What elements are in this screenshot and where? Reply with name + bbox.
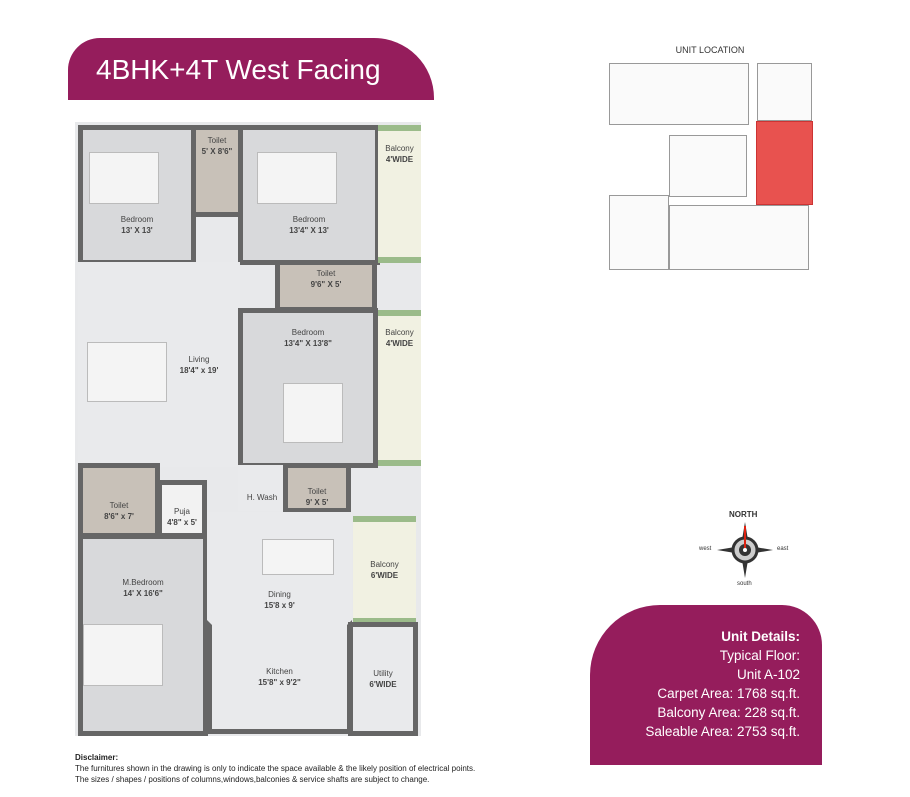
building-block bbox=[669, 135, 747, 197]
sofa-icon bbox=[87, 342, 167, 402]
compass-south-label: south bbox=[737, 581, 752, 587]
room-bedroom-3: Bedroom 13'4" X 13'8" bbox=[238, 308, 378, 468]
room-bedroom-1: Bedroom 13' X 13' bbox=[78, 125, 196, 265]
balcony-area: Balcony Area: 228 sq.ft. bbox=[657, 705, 800, 720]
room-balcony-3: Balcony 6'WIDE bbox=[353, 516, 416, 624]
saleable-area: Saleable Area: 2753 sq.ft. bbox=[645, 724, 800, 739]
room-dimensions: 8'6" x 7' bbox=[104, 511, 134, 521]
room-name: H. Wash bbox=[246, 492, 278, 502]
plan-title: 4BHK+4T West Facing bbox=[96, 54, 381, 85]
room-dimensions: 15'8 x 9' bbox=[264, 600, 295, 610]
room-dimensions: 9' X 5' bbox=[305, 498, 329, 507]
room-name: Kitchen bbox=[266, 667, 293, 676]
building-block bbox=[609, 195, 669, 270]
room-name: Balcony bbox=[385, 144, 414, 153]
compass-north-label: NORTH bbox=[729, 510, 758, 519]
building-block bbox=[669, 205, 809, 270]
title-banner: 4BHK+4T West Facing bbox=[68, 38, 434, 100]
room-bedroom-2: Bedroom 13'4" X 13' bbox=[238, 125, 380, 265]
room-name: Balcony bbox=[370, 560, 399, 569]
room-name: Bedroom bbox=[120, 215, 154, 224]
bed-icon bbox=[89, 152, 159, 204]
room-dimensions: 6'WIDE bbox=[370, 571, 399, 580]
room-dimensions: 13' X 13' bbox=[121, 226, 153, 235]
compass-east-label: east bbox=[777, 546, 789, 552]
room-name: Balcony bbox=[385, 328, 414, 337]
floor-plan: Bedroom 13' X 13' Toilet 5' X 8'6" Bedroom… bbox=[75, 122, 421, 736]
room-hand-wash: H. Wash bbox=[238, 465, 286, 511]
room-name: Bedroom bbox=[291, 328, 325, 337]
disclaimer-heading: Disclaimer: bbox=[75, 753, 119, 762]
room-balcony-1: Balcony 4'WIDE bbox=[378, 125, 421, 263]
room-dimensions: 14' X 16'6" bbox=[123, 588, 163, 598]
room-dimensions: 6'WIDE bbox=[369, 680, 397, 689]
room-name: Toilet bbox=[207, 136, 227, 145]
disclaimer: Disclaimer: The furnitures shown in the … bbox=[75, 752, 475, 785]
room-name: Utility bbox=[373, 669, 393, 678]
bed-icon bbox=[283, 383, 343, 443]
compass-west-label: west bbox=[699, 546, 712, 552]
room-dimensions: 4'8" x 5' bbox=[167, 517, 197, 527]
dining-table-icon bbox=[262, 539, 334, 575]
room-name: M.Bedroom bbox=[122, 577, 164, 587]
room-name: Toilet bbox=[307, 487, 327, 496]
room-dimensions: 13'4" X 13'8" bbox=[284, 339, 332, 348]
room-name: Toilet bbox=[316, 268, 336, 278]
room-name: Living bbox=[188, 354, 210, 364]
room-name: Toilet bbox=[109, 500, 129, 510]
bed-icon bbox=[83, 624, 163, 686]
unit-details-panel: Unit Details: Typical Floor: Unit A-102 … bbox=[590, 605, 822, 765]
room-toilet-4: Toilet 9' X 5' bbox=[283, 463, 351, 513]
room-balcony-2: Balcony 4'WIDE bbox=[378, 310, 421, 466]
disclaimer-line: The furnitures shown in the drawing is o… bbox=[75, 764, 476, 773]
room-dimensions: 5' X 8'6" bbox=[201, 147, 233, 156]
room-dimensions: 4'WIDE bbox=[385, 339, 414, 348]
unit-number: Unit A-102 bbox=[736, 667, 800, 682]
room-dimensions: 9'6" X 5' bbox=[310, 279, 342, 289]
room-name: Bedroom bbox=[292, 215, 326, 224]
compass-rose-icon bbox=[717, 522, 773, 578]
room-kitchen: Kitchen 15'8" x 9'2" bbox=[207, 620, 352, 734]
typical-floor: Typical Floor: bbox=[719, 648, 800, 663]
room-dimensions: 15'8" x 9'2" bbox=[258, 678, 301, 687]
room-dimensions: 4'WIDE bbox=[385, 155, 414, 164]
room-name: Puja bbox=[173, 506, 190, 516]
building-block bbox=[757, 63, 812, 121]
carpet-area: Carpet Area: 1768 sq.ft. bbox=[657, 686, 800, 701]
highlighted-unit bbox=[756, 121, 813, 205]
bed-icon bbox=[257, 152, 337, 204]
compass: NORTH west east south bbox=[695, 508, 795, 593]
building-block bbox=[609, 63, 749, 125]
unit-location-map: UNIT LOCATION bbox=[607, 45, 813, 275]
unit-location-title: UNIT LOCATION bbox=[675, 45, 745, 55]
room-toilet-1: Toilet 5' X 8'6" bbox=[191, 125, 243, 217]
unit-details-heading: Unit Details: bbox=[721, 629, 800, 644]
room-utility: Utility 6'WIDE bbox=[348, 622, 418, 736]
disclaimer-line: The sizes / shapes / positions of column… bbox=[75, 775, 430, 784]
room-dimensions: 13'4" X 13' bbox=[289, 226, 329, 235]
room-name: Dining bbox=[268, 589, 291, 599]
room-dimensions: 18'4" x 19' bbox=[179, 365, 219, 375]
